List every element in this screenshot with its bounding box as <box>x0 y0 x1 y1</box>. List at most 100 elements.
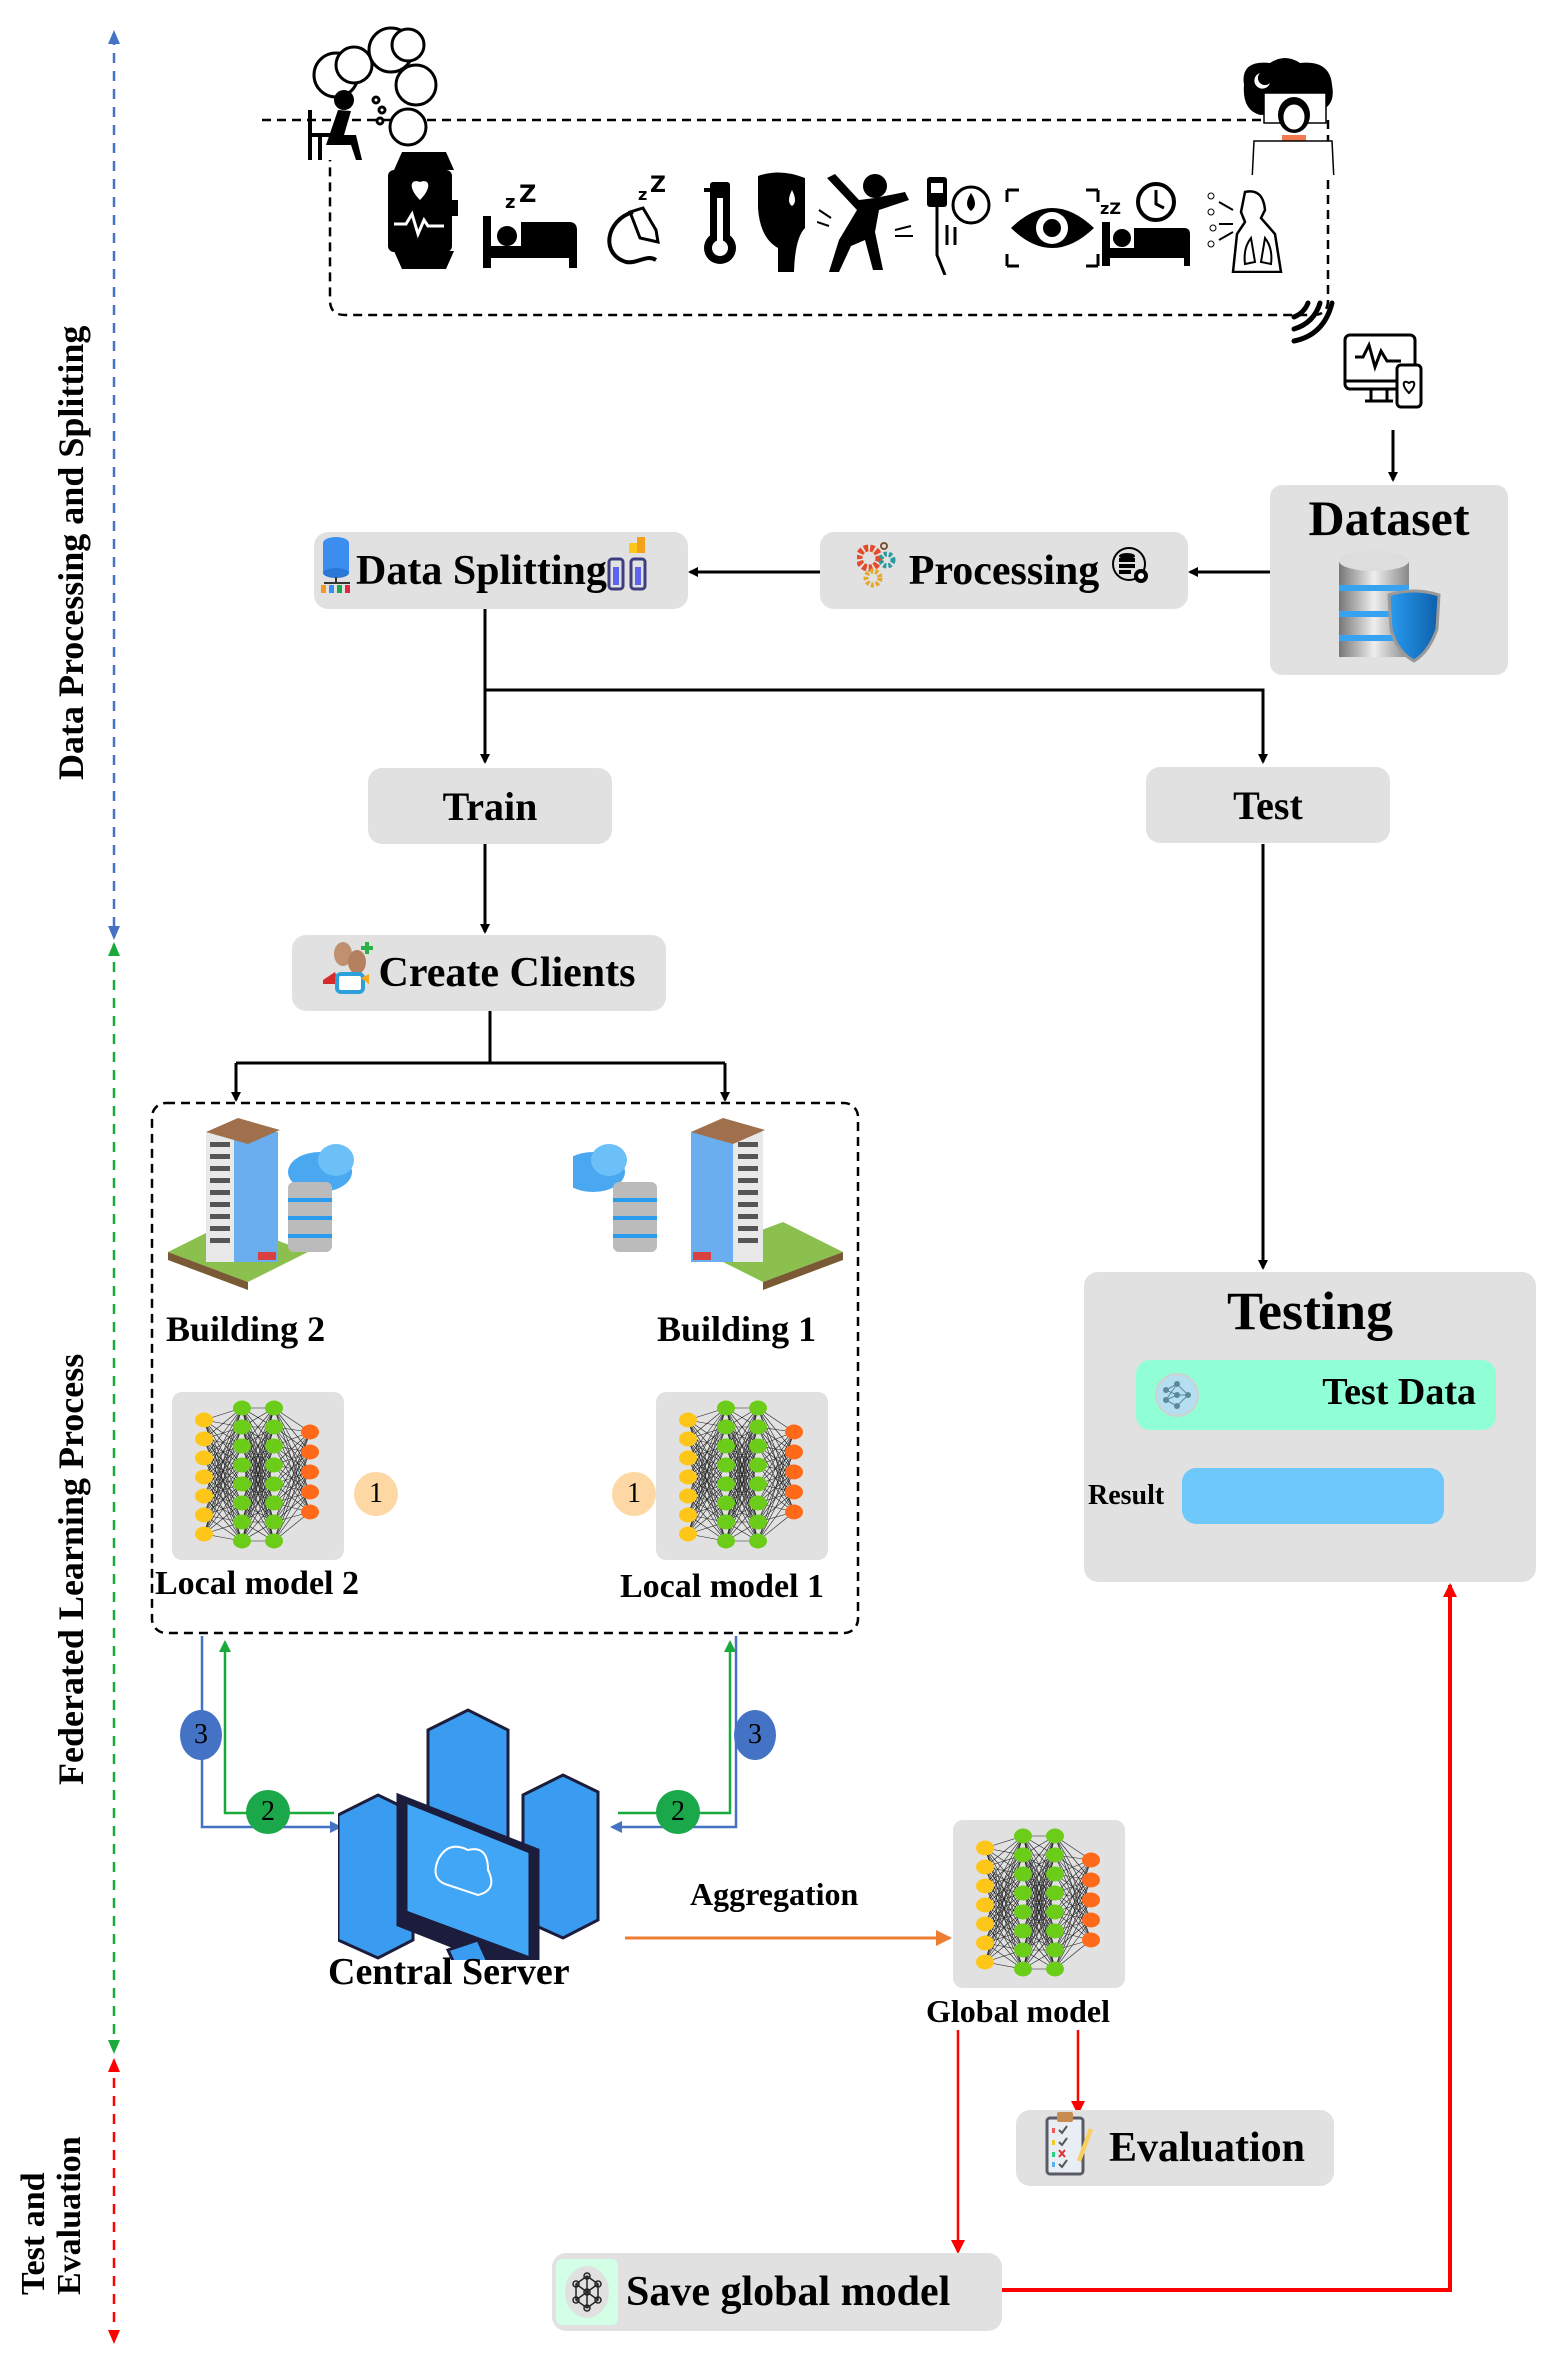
building-2-label: Building 2 <box>166 1309 326 1349</box>
svg-text:Z: Z <box>650 173 666 198</box>
nn-node <box>1014 1828 1032 1844</box>
nn-node <box>265 1514 283 1530</box>
test-data-block[interactable]: Test Data <box>1136 1360 1496 1430</box>
phase-arrow-data-processing <box>108 30 120 940</box>
phase-label-federated: Federated Learning Process <box>51 1353 91 1785</box>
sleep-schedule-icon: zZ <box>1100 178 1195 273</box>
dataset-node[interactable]: Dataset <box>1270 485 1508 675</box>
nn-node <box>976 1878 994 1894</box>
nn-node <box>195 1507 213 1523</box>
nn-node <box>749 1514 767 1530</box>
nn-node <box>717 1533 735 1549</box>
checklist-icon <box>1045 2110 1095 2187</box>
nn-node <box>717 1457 735 1473</box>
result-block[interactable] <box>1182 1468 1444 1524</box>
nn-node <box>976 1859 994 1875</box>
local-model-1-node[interactable] <box>656 1392 828 1560</box>
save-global-model-node[interactable]: Save global model <box>552 2253 1002 2331</box>
evaluation-label: Evaluation <box>1108 2125 1306 2171</box>
nn-node <box>749 1533 767 1549</box>
data-splitting-node[interactable]: Data Splitting <box>314 532 688 609</box>
nn-node <box>265 1476 283 1492</box>
phase-label-data-processing: Data Processing and Splitting <box>51 325 91 780</box>
nn-node <box>195 1488 213 1504</box>
nn-node <box>976 1954 994 1970</box>
health-monitor-icon <box>1343 333 1458 438</box>
nn-node <box>1082 1852 1100 1868</box>
nn-node <box>301 1444 319 1460</box>
local-model-2-node[interactable] <box>172 1392 344 1560</box>
nn-node <box>679 1469 697 1485</box>
svg-text:zZ: zZ <box>1100 199 1121 218</box>
neural-network-icon <box>976 1828 1100 1977</box>
nn-node <box>679 1412 697 1428</box>
global-model-label: Global model <box>926 1993 1111 2029</box>
wireless-signal-icon <box>1290 295 1340 350</box>
nn-node <box>1082 1892 1100 1908</box>
nn-node <box>1082 1932 1100 1948</box>
nn-node <box>233 1495 251 1511</box>
nn-node <box>785 1504 803 1520</box>
thinking-person-icon <box>296 15 446 165</box>
nn-node <box>749 1438 767 1454</box>
nn-node <box>679 1450 697 1466</box>
nn-node <box>265 1457 283 1473</box>
test-node[interactable]: Test <box>1146 767 1390 843</box>
phase-label-test-evaluation: Test and Evaluation <box>15 2136 88 2295</box>
sleeping-bed-icon: z Z <box>481 180 581 275</box>
building-1-label: Building 1 <box>657 1309 817 1349</box>
global-model-node[interactable] <box>953 1820 1125 1988</box>
nn-node <box>679 1488 697 1504</box>
processing-node[interactable]: Processing <box>820 532 1188 609</box>
nn-node <box>749 1400 767 1416</box>
nn-node <box>301 1484 319 1500</box>
building-1-icon <box>561 1112 843 1297</box>
add-users-icon <box>322 940 375 1007</box>
nn-node <box>679 1431 697 1447</box>
nn-node <box>1014 1923 1032 1939</box>
nn-node <box>301 1504 319 1520</box>
nn-node <box>976 1916 994 1932</box>
create-clients-label: Create Clients <box>378 950 636 996</box>
database-gear-icon <box>1111 542 1151 599</box>
nn-node <box>1046 1828 1064 1844</box>
nn-node <box>717 1476 735 1492</box>
neural-network-icon <box>679 1400 803 1549</box>
nn-node <box>976 1935 994 1951</box>
train-node[interactable]: Train <box>368 768 612 844</box>
create-clients-node[interactable]: Create Clients <box>292 935 666 1011</box>
dataset-label: Dataset <box>1308 490 1470 546</box>
svg-text:Z: Z <box>519 180 536 208</box>
nn-node <box>749 1476 767 1492</box>
train-label: Train <box>442 783 538 829</box>
gears-icon <box>855 542 897 599</box>
nn-node <box>233 1438 251 1454</box>
insomnia-woman-icon <box>1240 55 1340 182</box>
neural-network-icon <box>195 1400 319 1549</box>
ai-network-icon <box>556 2259 618 2325</box>
secure-database-icon <box>1329 547 1449 672</box>
respiratory-icon <box>1205 188 1285 278</box>
nn-node <box>301 1464 319 1480</box>
phase-arrow-test-evaluation <box>108 2058 120 2344</box>
eye-scan-icon <box>1005 188 1100 273</box>
nn-node <box>785 1444 803 1460</box>
split-columns-icon <box>607 535 653 606</box>
nn-node <box>265 1419 283 1435</box>
database-network-icon <box>320 535 356 606</box>
clients-group-border <box>150 1101 860 1635</box>
local-model-1-label: Local model 1 <box>620 1568 824 1605</box>
evaluation-node[interactable]: Evaluation <box>1016 2110 1334 2186</box>
nn-node <box>717 1400 735 1416</box>
step-1-badge-right: 1 <box>612 1472 656 1516</box>
sensor-group-border <box>262 118 1330 317</box>
nn-node <box>717 1419 735 1435</box>
nn-node <box>1082 1912 1100 1928</box>
nn-node <box>1014 1942 1032 1958</box>
neural-network-circle-icon <box>1154 1372 1200 1423</box>
test-label: Test <box>1233 782 1303 828</box>
nn-node <box>1046 1866 1064 1882</box>
nn-node <box>1046 1961 1064 1977</box>
nn-node <box>233 1533 251 1549</box>
step-3-badge-left: 3 <box>180 1710 222 1760</box>
